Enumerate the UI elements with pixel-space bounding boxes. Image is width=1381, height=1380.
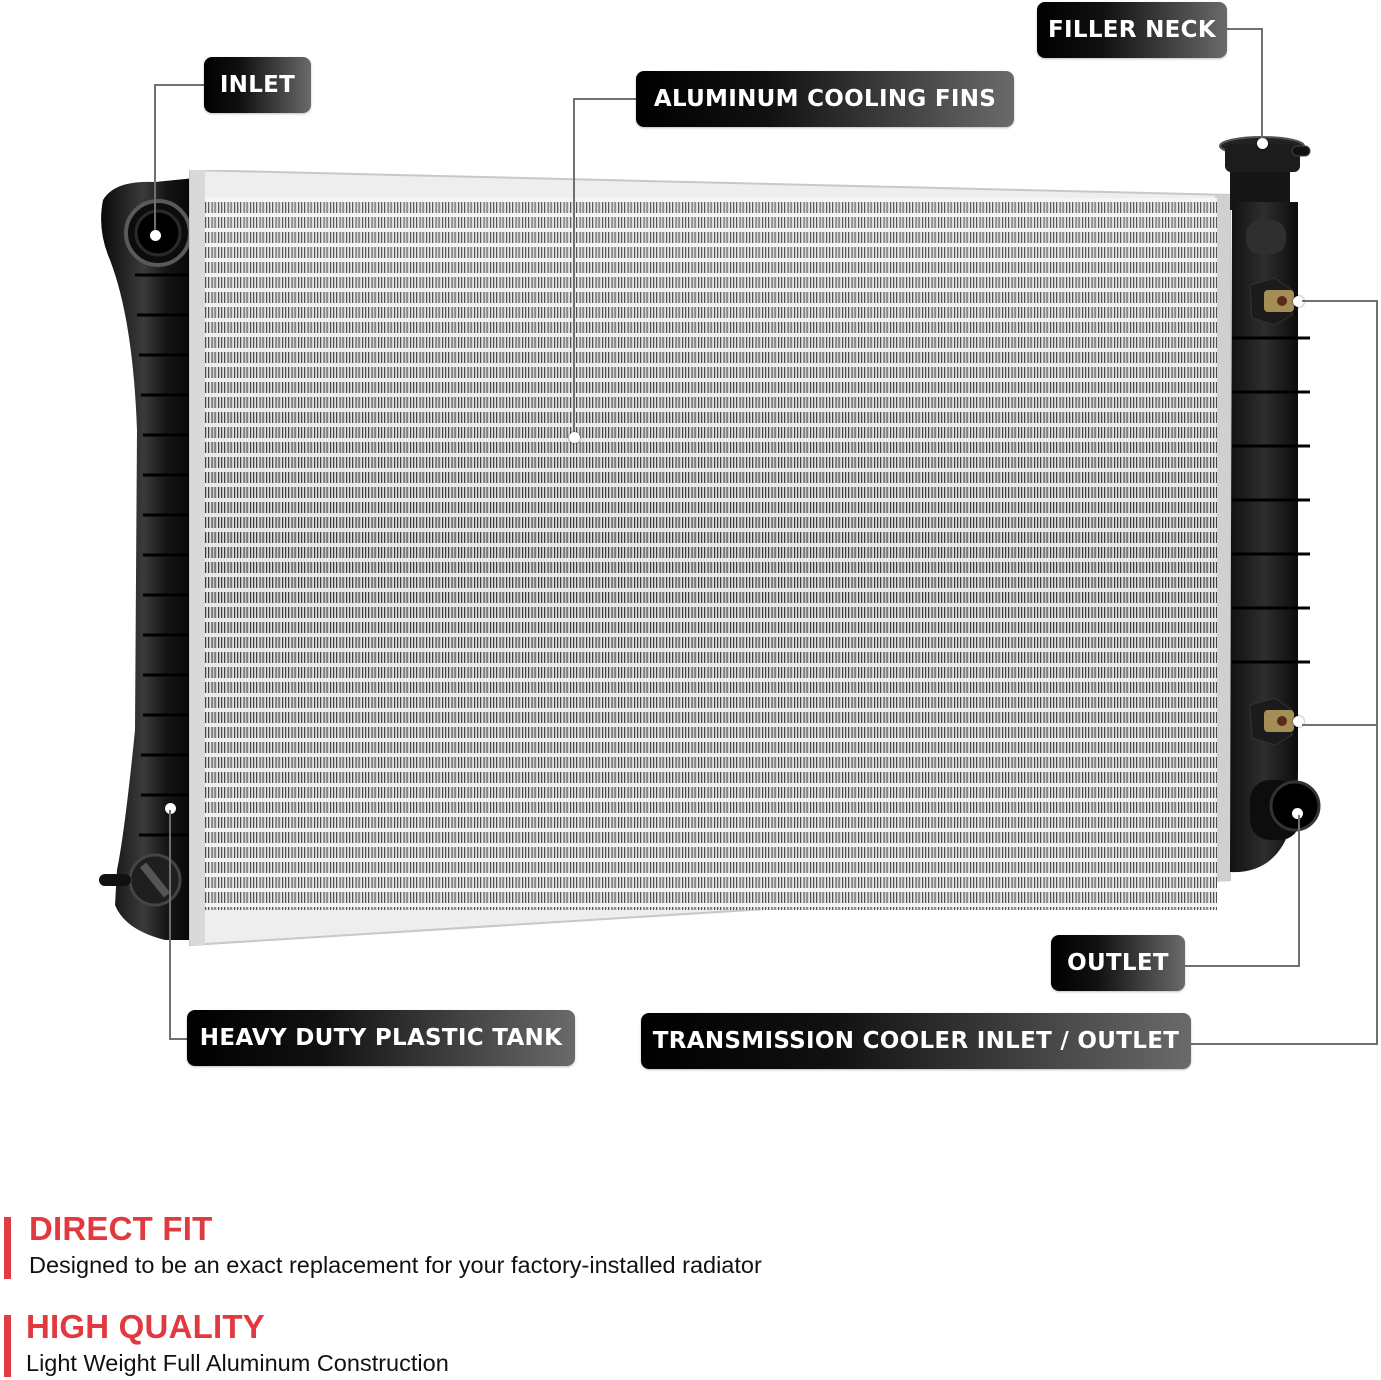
fins-leader-line-vertical [573, 98, 575, 438]
accent-bar [4, 1315, 11, 1377]
callout-outlet: OUTLET [1051, 935, 1185, 991]
feature-description: Light Weight Full Aluminum Construction [26, 1350, 449, 1376]
callout-inlet: INLET [204, 57, 311, 113]
plastic-tank-marker [165, 803, 176, 814]
trans-cooler-leader-line [1190, 1043, 1378, 1045]
aluminum-cooling-fins [205, 198, 1217, 910]
right-plastic-tank [1219, 136, 1321, 873]
outlet-leader-line-vertical [1298, 815, 1300, 967]
feature-title: HIGH QUALITY [26, 1308, 265, 1345]
fins-shading [205, 198, 1217, 910]
feature-description: Designed to be an exact replacement for … [29, 1252, 762, 1278]
outlet-marker [1292, 808, 1303, 819]
trans-cooler-lower-marker [1293, 716, 1304, 727]
trans-cooler-upper-marker [1293, 296, 1304, 307]
callout-filler-neck: FILLER NECK [1037, 2, 1227, 58]
trans-cooler-leader-vertical [1376, 300, 1378, 1045]
inlet-marker [150, 230, 161, 241]
left-plastic-tank [99, 178, 201, 940]
callout-heavy-duty-plastic-tank: HEAVY DUTY PLASTIC TANK [187, 1010, 575, 1066]
trans-cooler-lower-leader [1302, 724, 1378, 726]
feature-title: DIRECT FIT [29, 1210, 213, 1247]
callout-transmission-cooler: TRANSMISSION COOLER INLET / OUTLET [641, 1013, 1191, 1069]
filler-neck-leader-line-vertical [1261, 28, 1263, 144]
plastic-tank-leader-line [169, 1038, 189, 1040]
trans-cooler-upper-leader [1302, 300, 1378, 302]
accent-bar [4, 1217, 11, 1279]
callout-aluminum-cooling-fins: ALUMINUM COOLING FINS [636, 71, 1014, 127]
filler-neck-leader-line [1226, 28, 1262, 30]
filler-neck-marker [1257, 138, 1268, 149]
inlet-leader-line-vertical [154, 84, 156, 236]
inlet-leader-line [154, 84, 206, 86]
plastic-tank-leader-line-vertical [169, 810, 171, 1040]
fins-marker [569, 432, 580, 443]
outlet-leader-line [1184, 965, 1300, 967]
fins-leader-line [573, 98, 637, 100]
